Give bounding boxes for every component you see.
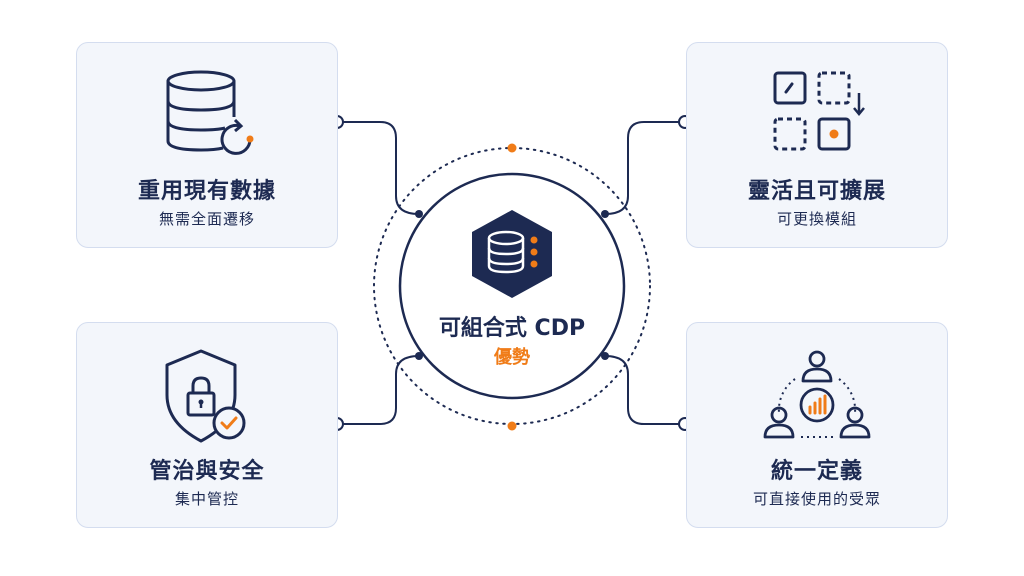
card-governance-security: 管治與安全 集中管控 [76, 322, 338, 528]
audience-chart-icon [763, 350, 871, 439]
card-reuse-data: 重用現有數據 無需全面遷移 [76, 42, 338, 248]
connector-anchor-bottom-left [415, 352, 423, 360]
connector-anchor-top-left [415, 210, 423, 218]
card-subtitle: 可直接使用的受眾 [752, 490, 881, 508]
card-title: 統一定義 [770, 459, 863, 484]
connector-top-right [604, 121, 679, 215]
card-flexible-scalable: 靈活且可擴展 可更換模組 [686, 42, 948, 248]
connector-top-left [343, 121, 420, 215]
shield-lock-icon [165, 349, 246, 443]
center-subtitle: 優勢 [494, 347, 530, 368]
connector-bottom-right [604, 355, 679, 425]
modular-grid-icon [773, 71, 865, 151]
card-title: 靈活且可擴展 [747, 179, 886, 204]
card-unified-definition: 統一定義 可直接使用的受眾 [686, 322, 948, 528]
ring-dot-top [507, 143, 517, 153]
card-title: 管治與安全 [149, 459, 265, 484]
database-refresh-icon [166, 70, 254, 155]
center-hub: 可組合式 CDP 優勢 [400, 180, 624, 404]
ring-dot-bottom [507, 421, 517, 431]
connector-bottom-left [343, 355, 420, 425]
server-hexagon-icon [466, 208, 558, 304]
card-subtitle: 集中管控 [174, 490, 239, 508]
card-subtitle: 無需全面遷移 [158, 210, 255, 228]
card-title: 重用現有數據 [137, 179, 276, 204]
connector-anchor-top-right [601, 210, 609, 218]
card-subtitle: 可更換模組 [776, 210, 857, 228]
center-title: 可組合式 CDP [438, 316, 586, 341]
connector-anchor-bottom-right [601, 352, 609, 360]
